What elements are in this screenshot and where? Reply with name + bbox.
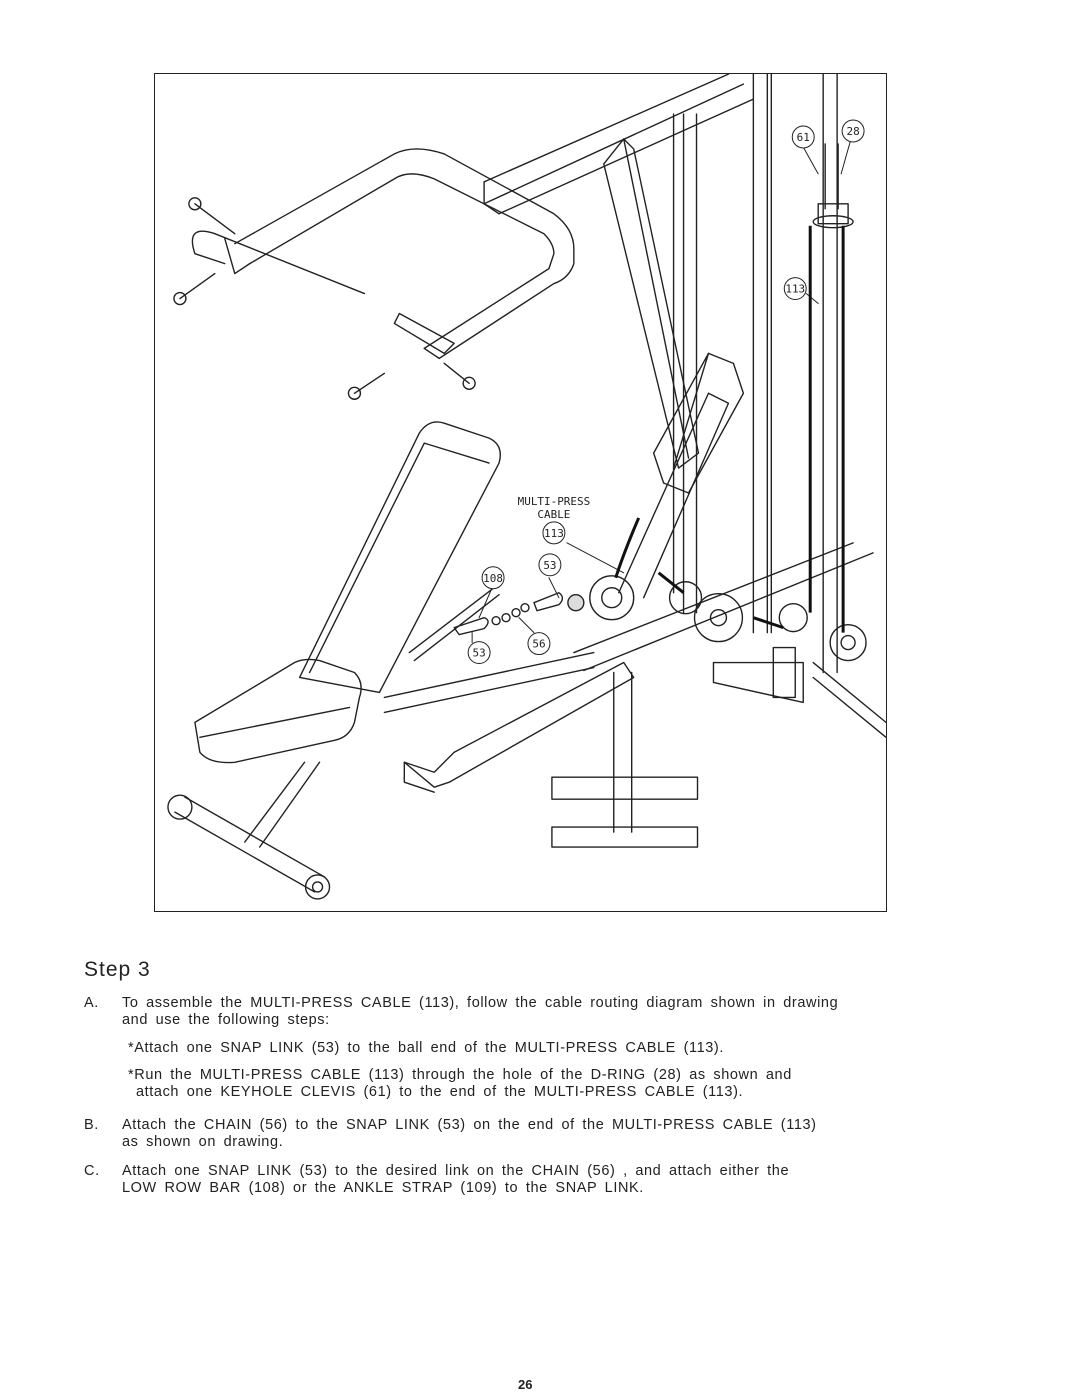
instruction-a: A. To assemble the MULTI-PRESS CABLE (113… xyxy=(84,995,964,1029)
press-arm-frame xyxy=(173,148,575,400)
svg-text:53: 53 xyxy=(473,647,486,660)
svg-text:61: 61 xyxy=(797,131,810,144)
instruction-c-letter: C. xyxy=(84,1163,100,1179)
callout-113-mid: 113 xyxy=(542,521,566,545)
callout-53-lower: 53 xyxy=(467,641,491,665)
callout-56: 56 xyxy=(527,632,551,656)
svg-text:113: 113 xyxy=(544,527,564,540)
press-arm xyxy=(603,138,745,599)
pulleys xyxy=(589,143,867,662)
tower-uprights xyxy=(672,74,838,674)
callouts: 61 28 113 113 53 108 xyxy=(467,119,865,665)
instruction-b-line1: Attach the CHAIN (56) to the SNAP LINK (… xyxy=(122,1117,817,1133)
instruction-b-letter: B. xyxy=(84,1117,99,1133)
instruction-a-line2: and use the following steps: xyxy=(122,1012,330,1028)
instruction-b-line2: as shown on drawing. xyxy=(122,1134,284,1150)
svg-text:56: 56 xyxy=(532,638,545,651)
low-row-bar xyxy=(408,587,500,662)
instruction-b: B. Attach the CHAIN (56) to the SNAP LINK… xyxy=(84,1117,964,1151)
base-rails xyxy=(573,542,886,739)
instruction-a-sub2-line2: attach one KEYHOLE CLEVIS (61) to the en… xyxy=(136,1084,744,1100)
bench-seat-pad xyxy=(194,658,362,764)
instruction-a-sub2-line1: *Run the MULTI-PRESS CABLE (113) through… xyxy=(128,1067,792,1083)
instruction-a-letter: A. xyxy=(84,995,99,1011)
callout-28: 28 xyxy=(841,119,865,143)
step-title: Step 3 xyxy=(84,958,151,981)
instruction-a-sub1-text: *Attach one SNAP LINK (53) to the ball e… xyxy=(128,1040,724,1056)
snap-link-chain xyxy=(453,592,585,636)
cable-label-line1: MULTI-PRESS xyxy=(518,495,591,508)
assembly-diagram: 61 28 113 113 53 108 xyxy=(154,73,887,912)
callout-leaders xyxy=(471,141,851,644)
instruction-c: C. Attach one SNAP LINK (53) to the desir… xyxy=(84,1163,964,1197)
instruction-a-sub1: *Attach one SNAP LINK (53) to the ball e… xyxy=(128,1040,928,1057)
bench-back-pad xyxy=(298,421,502,694)
multi-press-cable xyxy=(614,225,845,633)
instruction-c-line1: Attach one SNAP LINK (53) to the desired… xyxy=(122,1163,790,1179)
center-post xyxy=(551,671,699,848)
callout-108: 108 xyxy=(481,566,505,590)
instruction-a-sub2: *Run the MULTI-PRESS CABLE (113) through… xyxy=(128,1067,928,1101)
callout-61: 61 xyxy=(791,125,815,149)
bench-frame xyxy=(167,651,635,900)
cable-label-line2: CABLE xyxy=(537,508,570,521)
top-beam xyxy=(483,74,755,215)
svg-text:113: 113 xyxy=(785,283,805,296)
instruction-a-line1: To assemble the MULTI-PRESS CABLE (113),… xyxy=(122,995,839,1011)
svg-text:108: 108 xyxy=(483,572,503,585)
svg-text:53: 53 xyxy=(543,559,556,572)
svg-text:28: 28 xyxy=(846,125,859,138)
callout-53-upper: 53 xyxy=(538,553,562,577)
page-number: 26 xyxy=(518,1377,533,1392)
weight-machine-drawing: 61 28 113 113 53 108 xyxy=(167,74,886,900)
instruction-c-line2: LOW ROW BAR (108) or the ANKLE STRAP (10… xyxy=(122,1180,644,1196)
callout-113-top: 113 xyxy=(783,277,807,301)
